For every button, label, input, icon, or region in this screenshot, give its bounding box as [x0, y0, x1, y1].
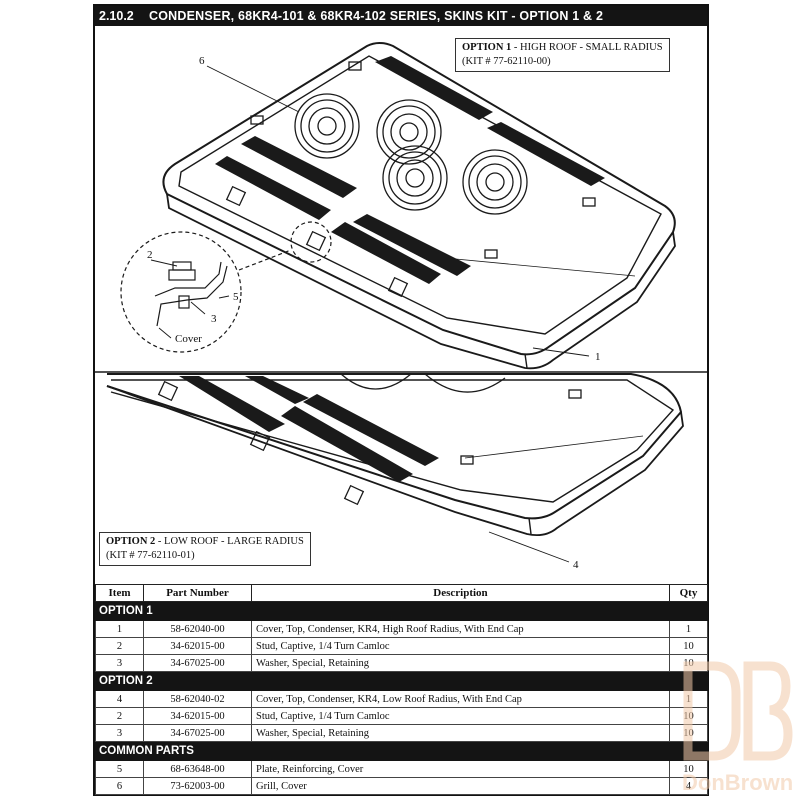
option1-desc: - HIGH ROOF - SMALL RADIUS — [511, 42, 663, 53]
table-row: 6 73-62003-00 Grill, Cover 4 — [95, 777, 708, 795]
callout-5: 5 — [233, 291, 239, 303]
parts-sheet: 2.10.2 CONDENSER, 68KR4-101 & 68KR4-102 … — [93, 4, 709, 796]
option1-latches — [225, 61, 596, 298]
parts-table: Item Part Number Description Qty OPTION … — [95, 584, 708, 795]
table-row: 3 34-67025-00 Washer, Special, Retaining… — [95, 654, 708, 672]
watermark-brand-text: DonBrown — [682, 770, 793, 795]
option2-desc: - LOW ROOF - LARGE RADIUS — [155, 536, 304, 547]
section-row-option2: OPTION 2 — [95, 671, 708, 691]
table-row: 4 58-62040-02 Cover, Top, Condenser, KR4… — [95, 690, 708, 708]
option2-housing — [106, 373, 684, 563]
donbrown-watermark-logo: DB DonBrown — [674, 658, 793, 795]
callout-4: 4 — [573, 559, 579, 571]
callout-1: 1 — [595, 351, 601, 363]
section-row-option1: OPTION 1 — [95, 601, 708, 621]
section-title: CONDENSER, 68KR4-101 & 68KR4-102 SERIES,… — [149, 9, 604, 23]
table-row: 5 68-63648-00 Plate, Reinforcing, Cover … — [95, 760, 708, 778]
option2-fan-grills — [340, 373, 506, 393]
option2-latches — [157, 380, 582, 506]
col-qty: Qty — [669, 584, 708, 602]
col-item: Item — [95, 584, 144, 602]
table-row: 2 34-62015-00 Stud, Captive, 1/4 Turn Ca… — [95, 637, 708, 655]
option1-kit: (KIT # 77-62110-00) — [462, 56, 551, 67]
option1-fan-grills — [294, 93, 528, 215]
section-header: 2.10.2 CONDENSER, 68KR4-101 & 68KR4-102 … — [95, 6, 707, 26]
callout-2: 2 — [147, 249, 153, 261]
fastener-detail — [120, 221, 332, 353]
callout-3: 3 — [211, 313, 217, 325]
option1-leaders — [150, 65, 590, 357]
callout-cover: Cover — [175, 333, 202, 345]
option2-kit: (KIT # 77-62110-01) — [106, 550, 195, 561]
table-header-row: Item Part Number Description Qty — [95, 584, 708, 602]
table-row: 3 34-67025-00 Washer, Special, Retaining… — [95, 724, 708, 742]
option1-housing — [162, 42, 676, 370]
section-row-common-parts: COMMON PARTS — [95, 741, 708, 761]
table-row: 2 34-62015-00 Stud, Captive, 1/4 Turn Ca… — [95, 707, 708, 725]
section-number: 2.10.2 — [99, 9, 134, 23]
option1-louvers — [215, 56, 605, 284]
option2-label-box: OPTION 2 - LOW ROOF - LARGE RADIUS (KIT … — [99, 532, 311, 566]
watermark-logo-text: DB — [674, 658, 676, 659]
col-part-number: Part Number — [143, 584, 252, 602]
option1-label-box: OPTION 1 - HIGH ROOF - SMALL RADIUS (KIT… — [455, 38, 670, 72]
option2-label: OPTION 2 — [106, 536, 156, 547]
table-row: 1 58-62040-00 Cover, Top, Condenser, KR4… — [95, 620, 708, 638]
exploded-drawing: 6 1 2 5 3 Cover 4 — [95, 42, 707, 571]
option2-louvers — [179, 376, 439, 482]
col-description: Description — [251, 584, 670, 602]
callout-6: 6 — [199, 55, 205, 67]
option1-label: OPTION 1 — [462, 42, 512, 53]
